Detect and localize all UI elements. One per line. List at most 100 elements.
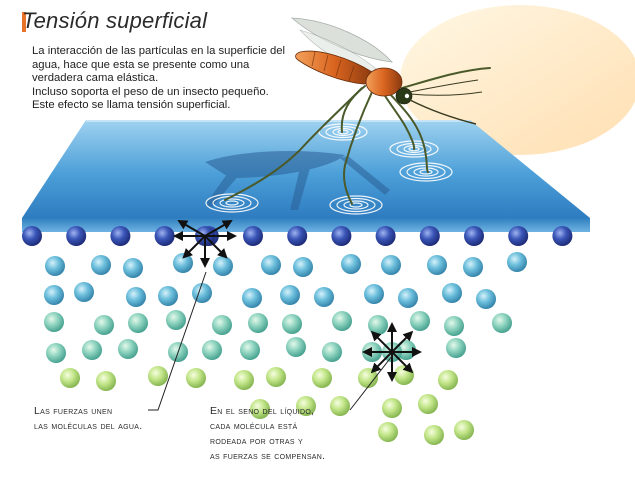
surface-molecule <box>287 226 308 246</box>
ripple <box>329 195 383 215</box>
surface-force-arrow <box>182 235 206 259</box>
water-molecule <box>202 340 222 360</box>
force-arrows-layer <box>173 219 422 382</box>
bulk-force-arrow <box>391 351 414 374</box>
surface-molecule <box>508 226 529 246</box>
water-molecule <box>118 339 138 359</box>
water-molecule <box>250 399 270 419</box>
water-molecule <box>296 396 316 416</box>
bulk-force-arrow <box>370 330 393 353</box>
water-molecule <box>91 255 111 275</box>
water-molecule <box>261 255 281 275</box>
caption-line: las moléculas del agua. <box>34 420 143 432</box>
water-molecule <box>126 287 146 307</box>
water-molecule <box>444 316 464 336</box>
surface-molecule <box>375 226 396 246</box>
surface-molecule <box>110 226 131 246</box>
water-molecule <box>368 315 388 335</box>
water-molecule <box>378 422 398 442</box>
mosquito-shadow <box>205 150 390 210</box>
water-molecule <box>248 313 268 333</box>
water-molecule <box>280 285 300 305</box>
water-molecule <box>312 368 332 388</box>
water-molecule <box>322 342 342 362</box>
water-molecule <box>173 253 193 273</box>
water-molecule <box>158 286 178 306</box>
info-line: Este efecto se llama tensión superficial… <box>32 99 231 112</box>
molecule-layer <box>22 226 573 445</box>
water-molecule <box>192 283 212 303</box>
caption-surface-forces: Las fuerzas unen las moléculas del agua. <box>34 404 142 434</box>
pointer-left <box>148 271 207 411</box>
water-molecule <box>492 313 512 333</box>
water-molecule <box>418 394 438 414</box>
water-molecule <box>240 340 260 360</box>
caption-line: En el seno del líquido, <box>210 405 315 417</box>
caption-pointers <box>148 271 393 411</box>
water-molecule <box>148 366 168 386</box>
water-molecule <box>398 288 418 308</box>
water-molecule <box>128 313 148 333</box>
water-molecule <box>45 256 65 276</box>
caption-line: as fuerzas se compensan. <box>210 450 326 462</box>
water-molecule <box>213 256 233 276</box>
water-molecule <box>330 396 350 416</box>
water-molecule <box>424 425 444 445</box>
water-molecule <box>96 371 116 391</box>
water-molecule <box>382 398 402 418</box>
pointer-right <box>349 355 393 411</box>
mosquito-icon <box>224 17 491 205</box>
water-molecule <box>44 312 64 332</box>
surface-molecule <box>331 226 352 246</box>
surface-force-arrow <box>204 235 228 259</box>
caption-line: Las fuerzas unen <box>34 405 113 417</box>
caption-bulk-forces: En el seno del líquido, cada molécula es… <box>210 404 325 464</box>
water-molecule <box>463 257 483 277</box>
ripple <box>318 123 368 141</box>
water-molecule <box>286 337 306 357</box>
info-text: La interacción de las partículas en la s… <box>32 45 286 113</box>
water-molecule <box>74 282 94 302</box>
ripple-rings-icon <box>205 123 453 215</box>
surface-molecule <box>552 226 573 246</box>
surface-molecule <box>22 226 42 246</box>
info-line: La interacción de las partículas en la s… <box>32 45 286 57</box>
info-line: agua, hace que esta se presente como una <box>32 58 250 71</box>
info-line: verdadera cama elástica. <box>32 72 159 85</box>
water-molecule <box>44 285 64 305</box>
surface-force-arrow <box>177 219 206 237</box>
water-molecule <box>381 255 401 275</box>
caption-line: rodeada por otras y <box>210 435 304 447</box>
water-molecule <box>438 370 458 390</box>
surface-molecule <box>419 226 440 246</box>
water-molecule <box>427 255 447 275</box>
bulk-force-arrow <box>391 330 414 353</box>
water-molecule <box>82 340 102 360</box>
water-molecule <box>507 252 527 272</box>
background-glow <box>400 5 635 155</box>
surface-molecule <box>66 226 87 246</box>
water-molecule <box>242 288 262 308</box>
page-title: Tensión superficial <box>22 8 208 33</box>
water-molecule <box>442 283 462 303</box>
water-molecule <box>234 370 254 390</box>
water-molecule <box>293 257 313 277</box>
info-line: Incluso soporta el peso de un insecto pe… <box>32 85 269 98</box>
caption-line: cada molécula está <box>210 420 298 432</box>
surface-molecule <box>243 226 263 246</box>
water-molecule <box>60 368 80 388</box>
water-molecule <box>94 315 114 335</box>
water-molecule <box>476 289 496 309</box>
water-molecule <box>266 367 286 387</box>
water-molecule <box>341 254 361 274</box>
water-molecule <box>364 284 384 304</box>
water-molecule <box>314 287 334 307</box>
water-molecule <box>166 310 186 330</box>
bulk-force-arrow <box>370 351 393 374</box>
water-molecule <box>123 258 143 278</box>
water-molecule <box>212 315 232 335</box>
title-accent-bar <box>22 12 26 32</box>
water-molecule <box>186 368 206 388</box>
